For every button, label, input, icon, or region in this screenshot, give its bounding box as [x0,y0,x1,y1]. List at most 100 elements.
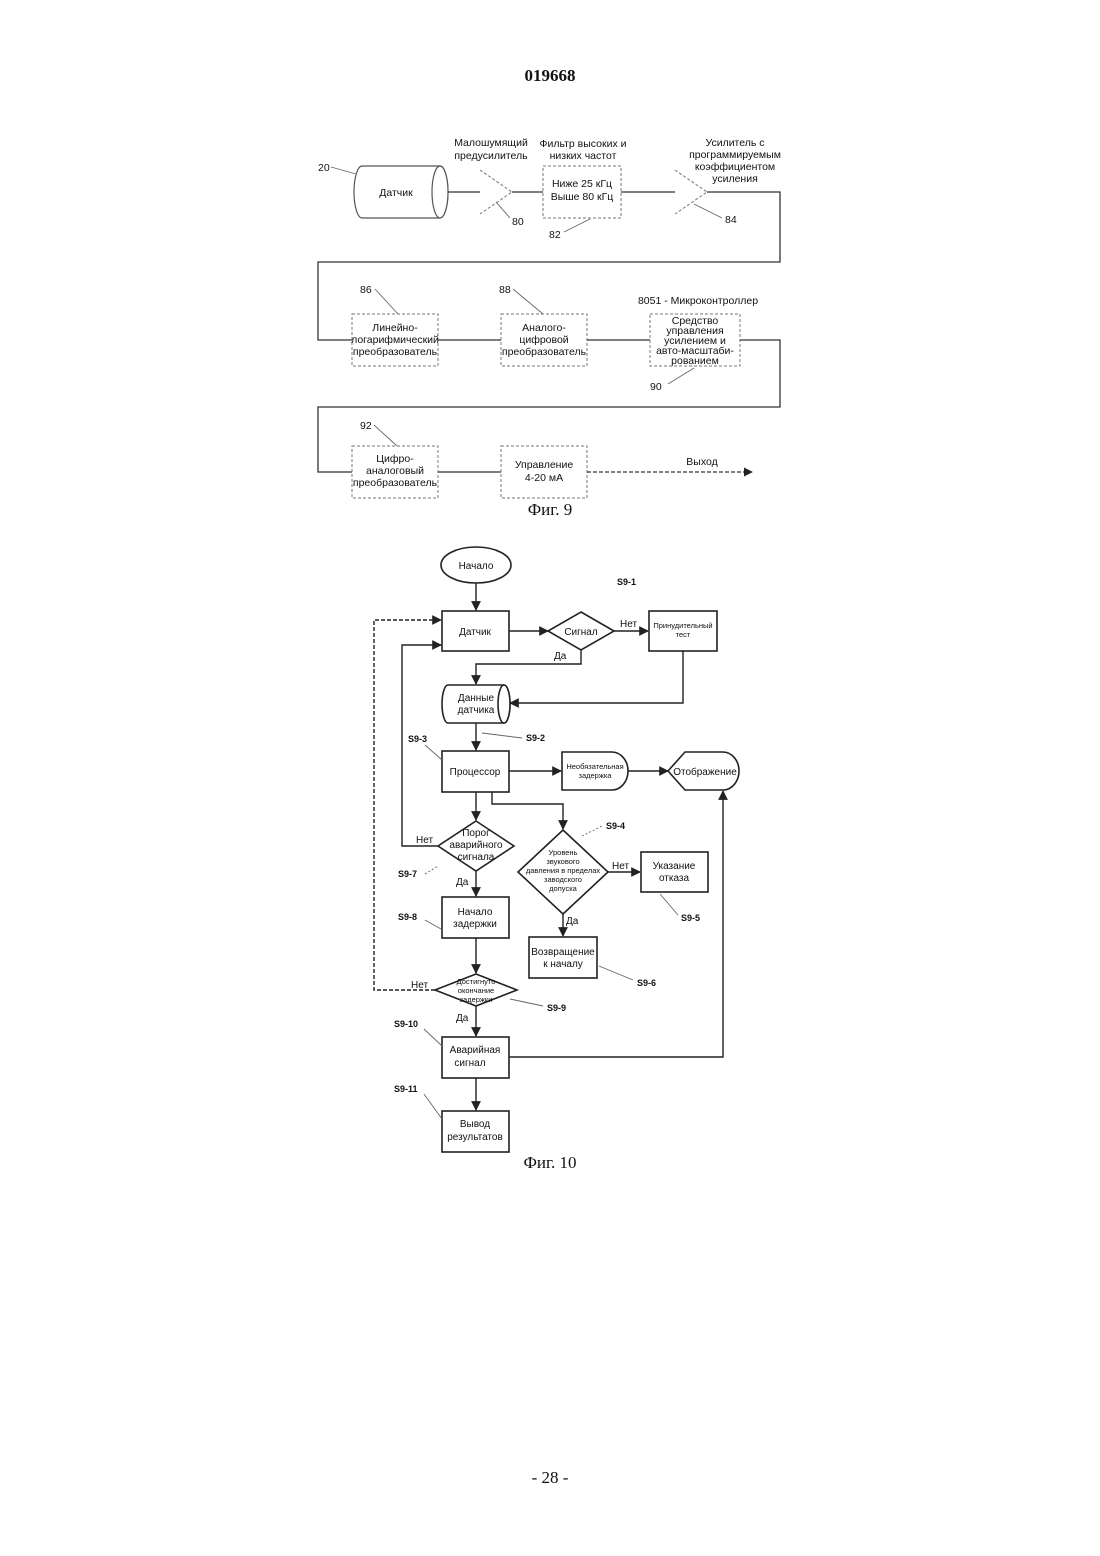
svg-text:Ниже 25 кГц: Ниже 25 кГц [552,178,612,190]
svg-text:Вывод: Вывод [460,1119,490,1130]
svg-text:Малошумящий: Малошумящий [454,137,528,149]
svg-text:Нет: Нет [612,861,629,872]
svg-text:Усилитель с: Усилитель с [705,137,764,149]
svg-text:Да: Да [566,916,579,927]
svg-text:Фильтр высоких и: Фильтр высоких и [539,138,626,150]
fig10-sensor-data-node: Данные датчика [442,685,510,723]
svg-text:усиления: усиления [712,173,758,185]
svg-text:Уровень: Уровень [549,848,578,857]
fig9-ref-86: 86 [360,284,372,296]
fig9-ref-90: 90 [650,381,662,393]
svg-text:сигнала: сигнала [458,852,495,863]
svg-text:логарифмический: логарифмический [351,334,439,346]
svg-text:к началу: к началу [543,959,583,970]
fig9-ref-20: 20 [318,162,330,174]
svg-text:предусилитель: предусилитель [454,150,528,162]
fig9-preamp-block: Малошумящий предусилитель 80 [454,137,528,228]
svg-text:Порог: Порог [462,828,490,839]
fig9-sensor-block: Датчик 20 [318,162,448,218]
svg-text:тест: тест [676,630,691,639]
page-number: - 28 - [0,1468,1100,1488]
svg-text:Сигнал: Сигнал [564,627,598,638]
svg-text:преобразователь: преобразователь [353,477,438,489]
svg-text:Аналого-: Аналого- [522,322,566,334]
fig10-caption: Фиг. 10 [0,1153,1100,1173]
svg-text:Аварийная: Аварийная [450,1045,501,1056]
svg-text:заводского: заводского [544,875,582,884]
svg-text:Цифро-: Цифро- [376,453,414,465]
svg-text:аварийного: аварийного [449,840,503,851]
fig10-flowchart: Начало Датчик Сигнал S9-1 Нет Да Принуди… [374,547,739,1152]
fig10-step-s11: S9-11 [394,1084,418,1094]
svg-text:Данные: Данные [458,693,495,704]
svg-text:преобразователь: преобразователь [353,346,438,358]
fig10-step-s5: S9-5 [681,913,700,923]
svg-text:низких частот: низких частот [550,150,617,162]
svg-text:Нет: Нет [416,835,433,846]
svg-text:Да: Да [554,651,567,662]
fig9-sensor-label: Датчик [379,187,413,199]
svg-text:преобразователь: преобразователь [502,346,587,358]
svg-text:Необязательная: Необязательная [566,762,623,771]
fig9-dac-block: Цифро- аналоговый преобразователь 92 [352,420,438,498]
fig9-amp-block: Усилитель с программируемым коэффициенто… [675,137,781,226]
svg-text:рованием: рованием [671,355,719,367]
fig9-filter-block: Фильтр высоких и низких частот Ниже 25 к… [539,138,626,241]
svg-text:Начало: Начало [458,907,493,918]
svg-text:Достигнуто: Достигнуто [457,977,496,986]
fig9-diagram: Датчик 20 Малошумящий предусилитель 80 Ф… [318,137,781,498]
svg-text:Линейно-: Линейно- [372,322,418,334]
fig9-adc-block: Аналого- цифровой преобразователь 88 [499,284,587,366]
fig9-caption: Фиг. 9 [0,500,1100,520]
svg-text:Принудительный: Принудительный [653,621,712,630]
svg-text:Процессор: Процессор [450,767,501,778]
fig9-ref-84: 84 [725,214,737,226]
svg-text:цифровой: цифровой [519,334,568,346]
fig9-ctrl-block: Управление 4-20 мА [501,446,587,498]
fig9-output-label: Выход [686,456,717,468]
svg-text:давления в пределах: давления в пределах [526,866,601,875]
svg-text:Да: Да [456,877,469,888]
svg-text:окончание: окончание [458,986,494,995]
fig10-step-s6: S9-6 [637,978,656,988]
fig10-step-s10: S9-10 [394,1019,418,1029]
fig10-step-s3: S9-3 [408,734,427,744]
fig9-ref-82: 82 [549,229,561,241]
svg-text:Отображение: Отображение [673,766,737,778]
fig10-fault-node [641,852,708,892]
svg-text:задержки: задержки [460,995,493,1004]
svg-text:Начало: Начало [459,561,494,572]
fig9-gain-block: 8051 - Микроконтроллер Средство управлен… [638,295,758,393]
svg-text:датчика: датчика [458,705,495,716]
fig10-step-s9: S9-9 [547,1003,566,1013]
fig10-step-s1: S9-1 [617,577,636,587]
fig10-step-s7: S9-7 [398,869,417,879]
svg-text:коэффициентом: коэффициентом [695,161,775,173]
svg-text:аналоговый: аналоговый [366,465,424,477]
svg-text:сигнал: сигнал [454,1058,485,1069]
svg-text:допуска: допуска [549,884,577,893]
svg-text:Нет: Нет [620,619,637,630]
svg-text:результатов: результатов [447,1132,503,1143]
svg-text:программируемым: программируемым [689,149,781,161]
svg-text:Да: Да [456,1013,469,1024]
svg-text:4-20 мА: 4-20 мА [525,472,563,484]
fig10-step-s4: S9-4 [606,821,625,831]
svg-text:отказа: отказа [659,873,690,884]
fig9-mcu-label: 8051 - Микроконтроллер [638,295,758,307]
fig10-step-s2: S9-2 [526,733,545,743]
svg-text:задержка: задержка [579,771,613,780]
fig10-step-s8: S9-8 [398,912,417,922]
fig9-linlog-block: Линейно- логарифмический преобразователь… [351,284,439,366]
svg-text:Выше 80 кГц: Выше 80 кГц [551,191,614,203]
fig9-ref-92: 92 [360,420,372,432]
svg-text:Указание: Указание [653,861,696,872]
svg-text:Возвращение: Возвращение [531,947,595,958]
fig9-ref-80: 80 [512,216,524,228]
svg-text:Датчик: Датчик [459,627,491,638]
svg-text:задержки: задержки [453,919,497,930]
fig9-ref-88: 88 [499,284,511,296]
svg-text:звукового: звукового [546,857,579,866]
svg-text:Управление: Управление [515,459,574,471]
